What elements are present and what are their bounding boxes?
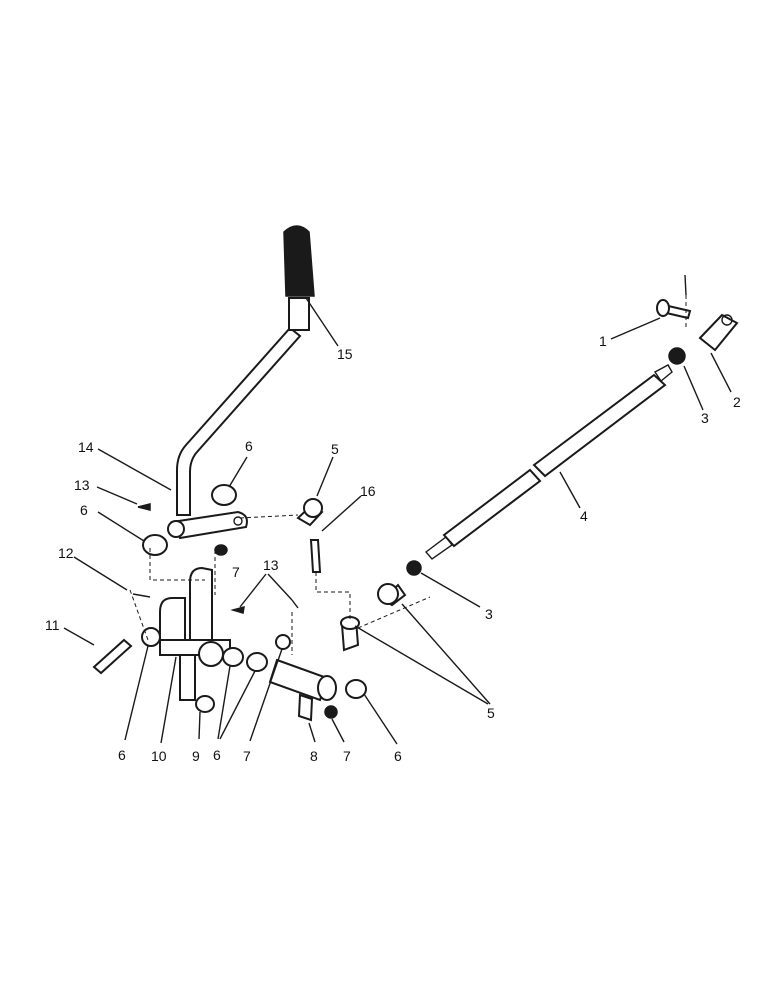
callout-6-bottom-right: 6 bbox=[394, 748, 402, 764]
ball-joint bbox=[377, 583, 407, 607]
callout-6-left: 6 bbox=[80, 502, 88, 518]
ball-joint bbox=[296, 498, 324, 527]
callout-7-upper: 7 bbox=[232, 564, 240, 580]
bracket bbox=[159, 566, 231, 701]
jam-nut bbox=[406, 560, 422, 576]
callout-15: 15 bbox=[337, 346, 353, 362]
callout-14: 14 bbox=[78, 439, 94, 455]
callout-2: 2 bbox=[733, 394, 741, 410]
bushing bbox=[141, 627, 161, 647]
bushing bbox=[195, 695, 215, 713]
jam-nut bbox=[668, 347, 686, 365]
threaded-stud bbox=[309, 539, 322, 573]
clevis bbox=[698, 313, 739, 352]
cotter-pin bbox=[132, 593, 151, 598]
nut bbox=[324, 705, 338, 719]
clevis-pin bbox=[656, 299, 692, 320]
cotter-pin bbox=[291, 599, 299, 609]
nut bbox=[275, 634, 291, 650]
callout-7-bottom-left: 7 bbox=[243, 748, 251, 764]
callout-3: 3 bbox=[701, 410, 709, 426]
callout-11: 11 bbox=[45, 617, 60, 633]
callout-10: 10 bbox=[151, 748, 167, 764]
pivot-plate bbox=[167, 510, 248, 540]
callout-3-lower: 3 bbox=[485, 606, 493, 622]
nut bbox=[214, 544, 228, 556]
callout-13-mid: 13 bbox=[263, 557, 279, 573]
bushing bbox=[345, 679, 367, 699]
callout-4: 4 bbox=[580, 508, 588, 524]
shift-lever bbox=[176, 297, 310, 516]
cross-tube bbox=[268, 658, 337, 722]
cotter-pin-top bbox=[684, 274, 687, 296]
callout-1: 1 bbox=[599, 333, 607, 349]
bushing bbox=[211, 484, 237, 506]
callout-5-lower: 5 bbox=[487, 705, 495, 721]
callout-6-bottom: 6 bbox=[213, 747, 221, 763]
callout-9: 9 bbox=[192, 748, 200, 764]
callout-8: 8 bbox=[310, 748, 318, 764]
leader-lines bbox=[63, 297, 732, 745]
cotter-pin bbox=[230, 605, 245, 614]
callout-12: 12 bbox=[58, 545, 74, 561]
pivot-pin bbox=[92, 638, 133, 675]
callout-6-top: 6 bbox=[245, 438, 253, 454]
long-rod bbox=[424, 364, 673, 560]
lever-knob bbox=[283, 225, 315, 297]
callout-13: 13 bbox=[74, 477, 90, 493]
ball-joint bbox=[340, 616, 360, 652]
callout-labels: 1 2 3 4 5 16 3 5 15 14 6 13 6 12 7 13 11… bbox=[45, 333, 741, 764]
bushing bbox=[222, 647, 244, 667]
callout-6-bottom-left: 6 bbox=[118, 747, 126, 763]
callout-16: 16 bbox=[360, 483, 376, 499]
cotter-pin bbox=[137, 503, 151, 511]
bushing bbox=[142, 534, 168, 556]
callout-7-bottom-right: 7 bbox=[343, 748, 351, 764]
callout-5: 5 bbox=[331, 441, 339, 457]
bushing bbox=[246, 652, 268, 672]
